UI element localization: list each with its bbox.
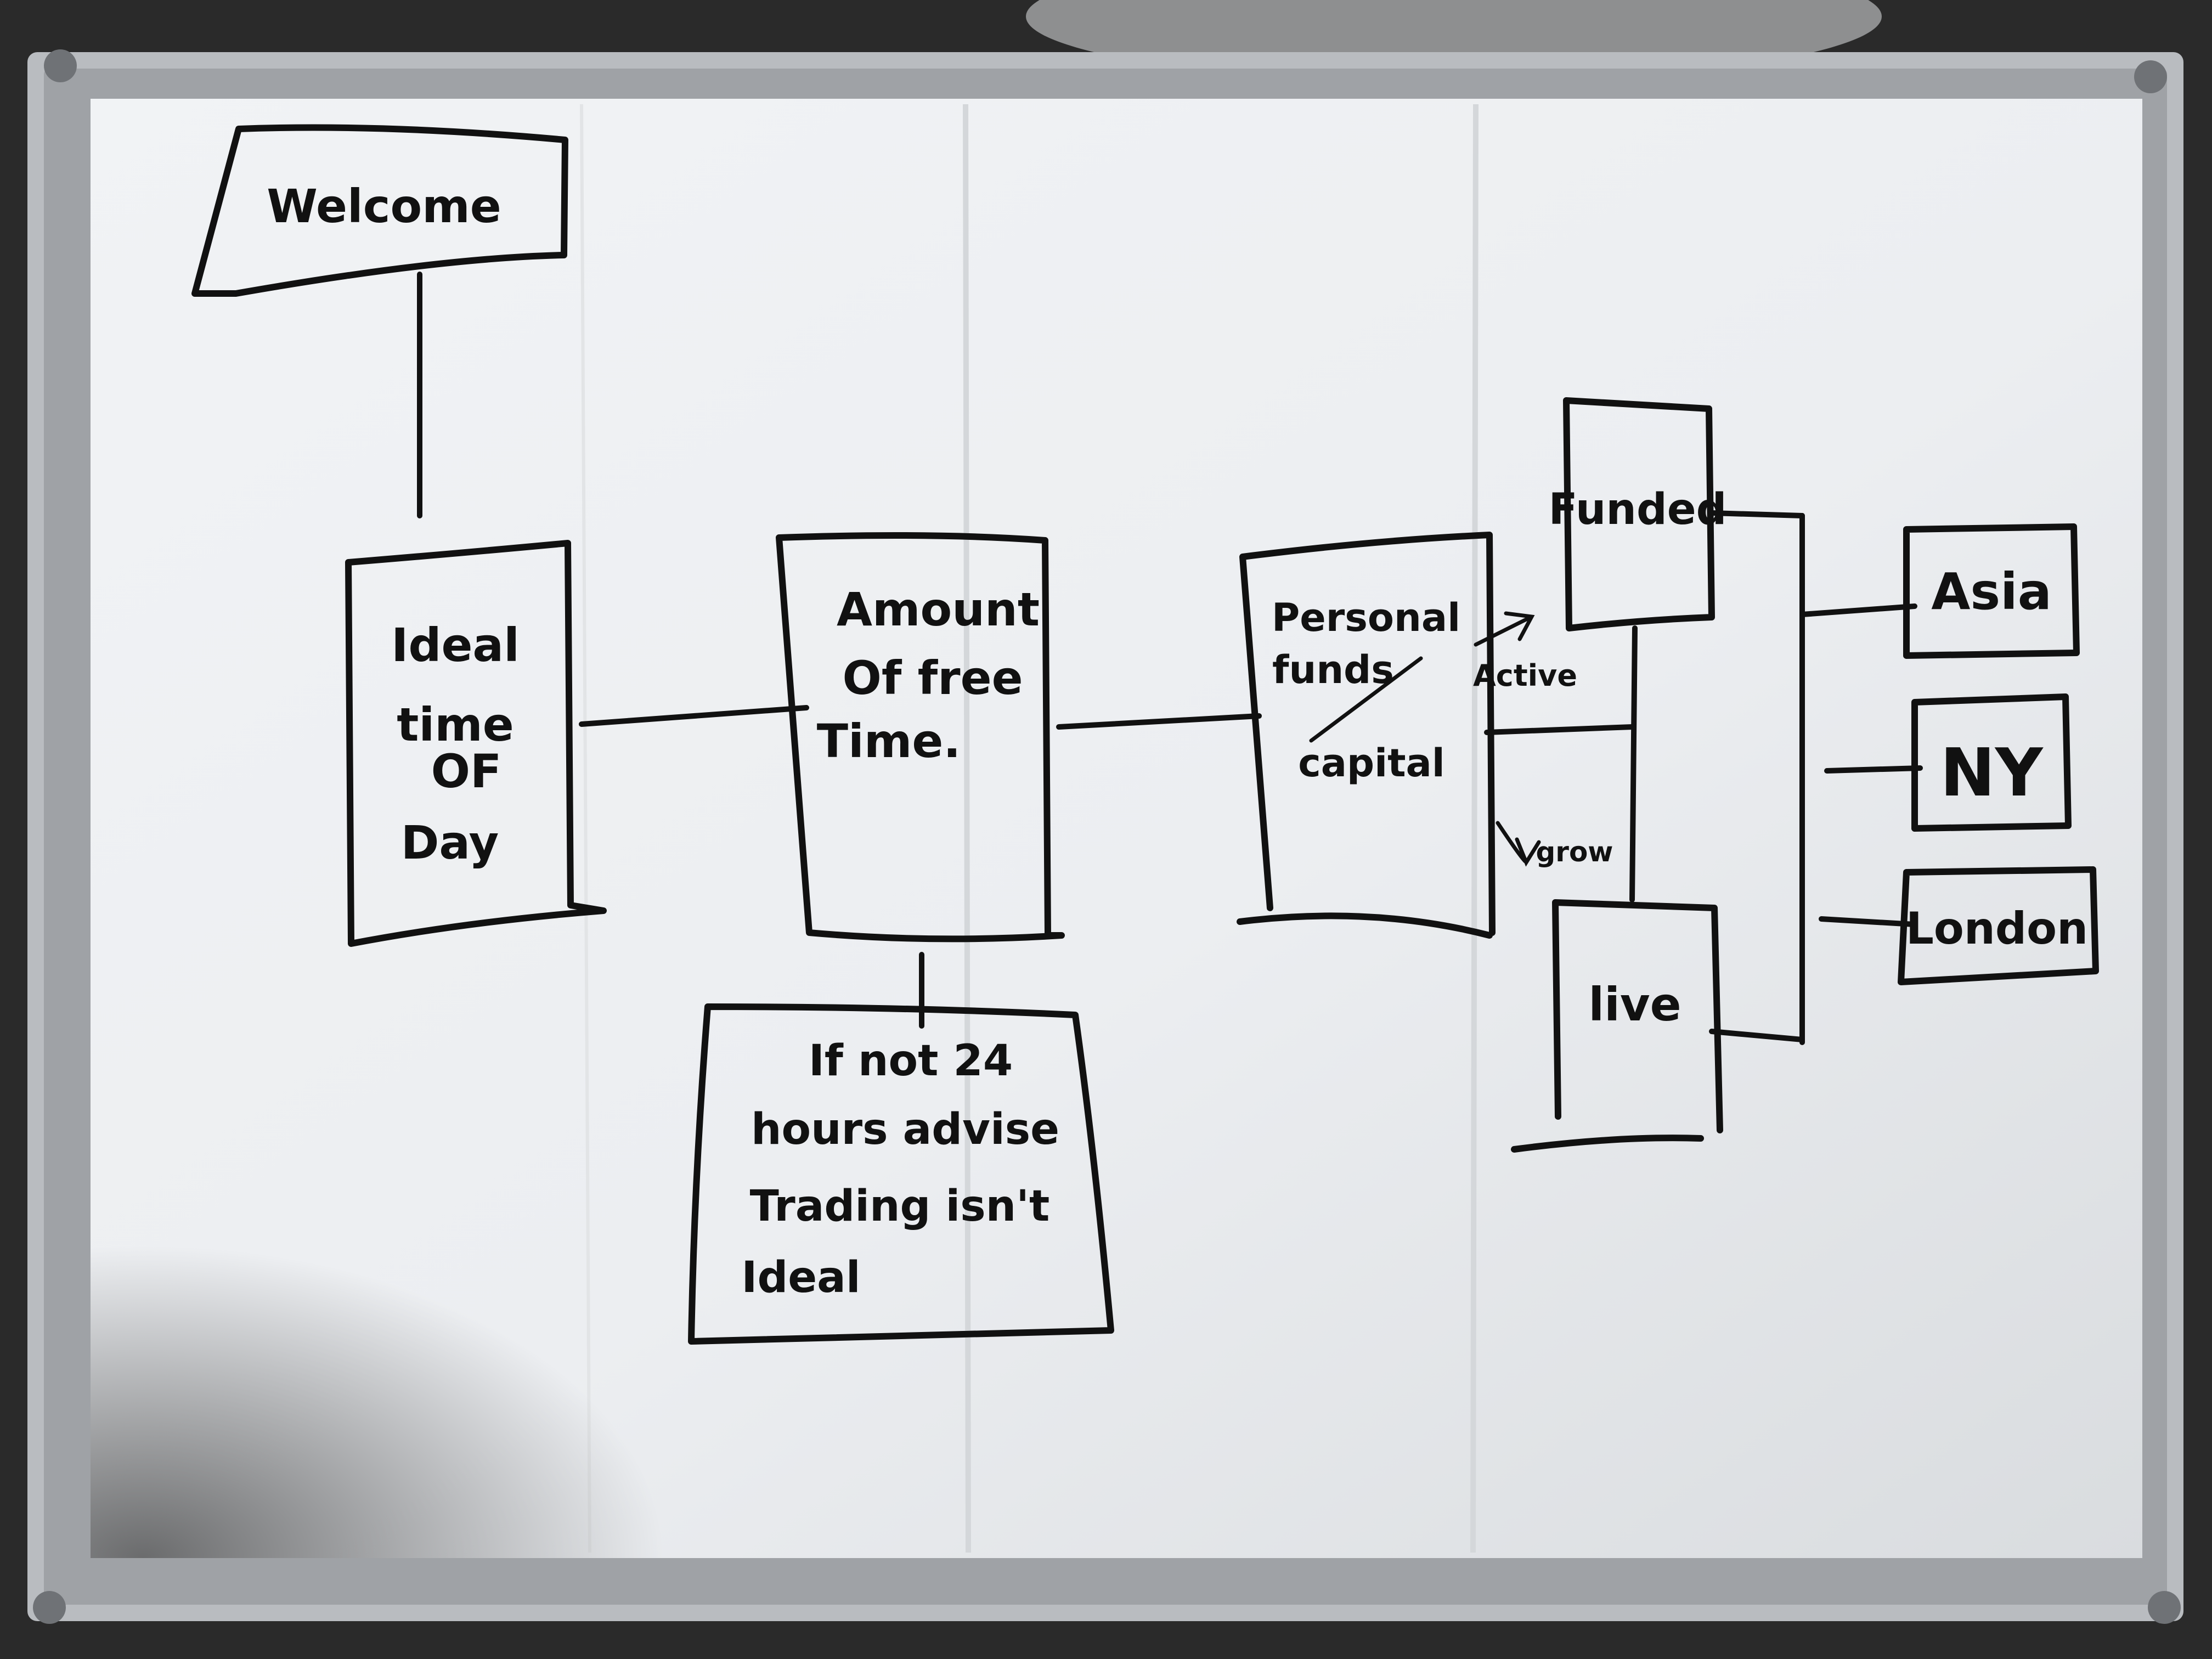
corner-screw: [2148, 1591, 2181, 1624]
node-amount-free-time-shape: [776, 532, 1065, 943]
corner-screw: [33, 1591, 66, 1624]
node-funded: Funded: [1548, 397, 1727, 631]
node-amount-line-1: Amount: [837, 583, 1040, 636]
node-asia-shape: [1903, 523, 2080, 659]
node-welcome-shape: [191, 124, 568, 297]
active-arrow: [1474, 611, 1535, 647]
node-ny-text: NY: [1940, 735, 2044, 811]
node-london: London: [1898, 866, 2099, 985]
label-active: Active: [1473, 658, 1577, 693]
label-grow: grow: [1536, 836, 1613, 868]
node-personal-funds: Personal funds capital: [1237, 532, 1496, 939]
node-ny-shape: [1911, 693, 2072, 832]
node-london-shape: [1898, 866, 2099, 985]
corner-screw: [2134, 60, 2167, 93]
node-advise: If not 24 hours advise Trading isn't Ide…: [688, 1003, 1114, 1345]
edges: [417, 272, 1923, 1045]
corner-screw: [44, 49, 77, 82]
node-funded-shape: [1563, 397, 1715, 631]
edge-live-bus: [1709, 1029, 1805, 1042]
edge-funded-live-trunk: [1629, 625, 1638, 902]
edge-amount-personal: [1056, 713, 1262, 730]
node-ny: NY: [1911, 693, 2072, 832]
node-advise-line-1: If not 24: [809, 1036, 1013, 1086]
shadow: [91, 933, 1133, 1558]
node-ideal-time-line-2: time: [397, 698, 514, 752]
node-funded-text: Funded: [1548, 485, 1726, 534]
edge-bus-ny: [1824, 765, 1923, 774]
node-amount-line-2: Of free: [842, 651, 1023, 705]
node-personal-line-2: funds: [1272, 647, 1394, 692]
node-personal-line-1: Personal: [1272, 595, 1460, 640]
node-live-shape: [1511, 899, 1723, 1153]
edge-personal-trunk: [1484, 724, 1635, 735]
node-advise-line-3: Trading isn't: [750, 1182, 1050, 1231]
node-ideal-time-line-1: Ideal: [391, 618, 520, 672]
node-welcome-text: Welcome: [267, 179, 501, 233]
crease: [1470, 104, 1479, 1553]
edge-funded-bus: [1709, 510, 1805, 518]
node-personal-line-3: capital: [1298, 741, 1445, 786]
node-ideal-time: Ideal time OF Day: [345, 540, 607, 947]
edge-ideal-time-amount: [579, 705, 809, 727]
grow-arrow: [1496, 821, 1541, 867]
node-asia-text: Asia: [1931, 562, 2052, 621]
node-personal-funds-shape: [1237, 532, 1496, 939]
edge-bus-london: [1819, 916, 1917, 927]
node-london-text: London: [1906, 903, 2088, 954]
node-ideal-time-line-4: Day: [401, 816, 499, 870]
node-ideal-time-shape: [345, 540, 607, 947]
edge-bus-asia: [1799, 603, 1917, 617]
node-advise-line-4: Ideal: [741, 1253, 860, 1302]
node-advise-shape: [688, 1003, 1114, 1345]
node-live: live: [1511, 899, 1723, 1153]
node-amount-free-time: Amount Of free Time.: [776, 532, 1065, 943]
node-advise-line-2: hours advise: [751, 1105, 1059, 1154]
node-live-text: live: [1588, 978, 1681, 1031]
node-ideal-time-line-3: OF: [431, 744, 502, 798]
node-amount-line-3: Time.: [817, 714, 961, 768]
node-welcome: Welcome: [191, 124, 568, 297]
node-asia: Asia: [1903, 523, 2080, 659]
strike-through: [1309, 656, 1423, 743]
